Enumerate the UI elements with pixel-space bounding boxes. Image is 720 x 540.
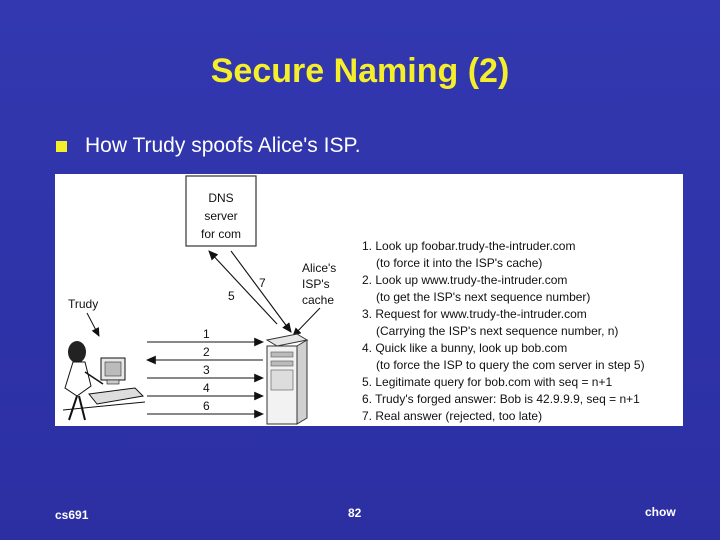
trudy-pointer (86, 312, 100, 337)
step-line-2: (to force it into the ISP's cache) (376, 256, 542, 270)
arrow-num-6: 6 (203, 399, 210, 413)
arrow-num-2: 2 (203, 345, 210, 359)
bullet-square-icon (56, 140, 67, 152)
dns-box-line-1: DNS (208, 191, 233, 205)
dns-box-line-2: server (204, 209, 237, 223)
bullet-text: How Trudy spoofs Alice's ISP. (85, 134, 361, 157)
arrow-num-3: 3 (203, 363, 210, 377)
footer-course: cs691 (55, 508, 89, 522)
arrow-num-4: 4 (203, 381, 210, 395)
step-line-8: (to force the ISP to query the com serve… (376, 358, 645, 372)
step-line-4: (to get the ISP's next sequence number) (376, 290, 590, 304)
isp-label-line-3: cache (302, 293, 334, 307)
trudy-computer-icon (62, 341, 146, 421)
step-line-6: (Carrying the ISP's next sequence number… (376, 324, 618, 338)
isp-label-pointer (292, 307, 321, 337)
step-line-7: 4. Quick like a bunny, look up bob.com (362, 341, 567, 355)
footer-page-number: 82 (348, 506, 362, 520)
step-line-1: 1. Look up foobar.trudy-the-intruder.com (362, 239, 575, 253)
step-line-10: 6. Trudy's forged answer: Bob is 42.9.9.… (362, 392, 640, 406)
dns-server-box (185, 175, 257, 247)
arrow-7-to-isp (230, 250, 292, 333)
step-line-9: 5. Legitimate query for bob.com with seq… (362, 375, 612, 389)
arrow-label-7: 7 (259, 276, 266, 290)
arrow-label-5: 5 (228, 289, 235, 303)
step-line-3: 2. Look up www.trudy-the-intruder.com (362, 273, 567, 287)
dns-box-line-3: for com (201, 227, 241, 241)
diagram-svg: DNS server for com 5 7 Alice's ISP's cac… (62, 175, 645, 425)
arrow-5-to-dns (208, 250, 278, 325)
steps-list: 1. Look up foobar.trudy-the-intruder.com… (362, 239, 645, 423)
isp-label-line-1: Alice's (302, 261, 336, 275)
isp-server-icon (265, 333, 309, 425)
arrow-num-1: 1 (203, 327, 210, 341)
isp-label-line-2: ISP's (302, 277, 330, 291)
step-line-11: 7. Real answer (rejected, too late) (362, 409, 542, 423)
step-line-5: 3. Request for www.trudy-the-intruder.co… (362, 307, 587, 321)
dns-spoofing-diagram: DNS server for com 5 7 Alice's ISP's cac… (55, 174, 683, 426)
slide-title: Secure Naming (2) (210, 52, 510, 90)
trudy-label: Trudy (68, 297, 98, 311)
footer-author: chow (645, 505, 676, 519)
bullet-item: How Trudy spoofs Alice's ISP. (56, 134, 361, 158)
